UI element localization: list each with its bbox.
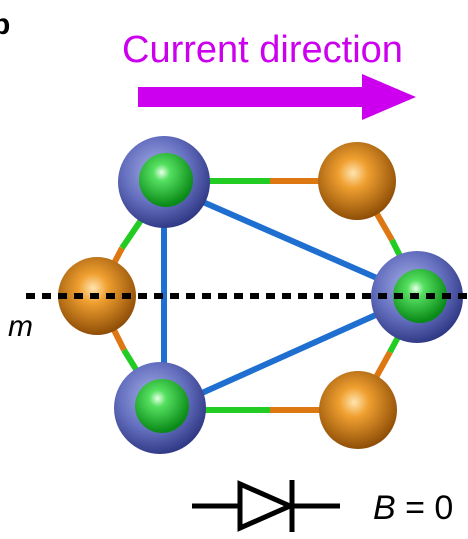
current-arrow-icon <box>138 74 416 120</box>
green-atom <box>135 379 189 433</box>
green-atom <box>393 269 447 323</box>
atom-right <box>371 251 463 343</box>
field-label: B = 0 <box>373 489 453 527</box>
green-atom <box>139 153 193 207</box>
orange-atom-top-right <box>318 142 396 220</box>
field-value: = 0 <box>396 489 454 527</box>
atom-top-left <box>118 136 210 228</box>
current-direction-label: Current direction <box>122 29 403 71</box>
atoms <box>58 136 463 454</box>
panel-letter: b <box>0 8 10 41</box>
field-variable: B <box>373 489 396 527</box>
arrow-shaft <box>138 87 364 107</box>
orange-atom-bottom-right <box>319 371 397 449</box>
arrow-head <box>362 74 416 120</box>
mirror-plane-label: m <box>8 310 33 343</box>
atom-bottom-left <box>114 362 206 454</box>
diode-icon <box>192 480 340 532</box>
